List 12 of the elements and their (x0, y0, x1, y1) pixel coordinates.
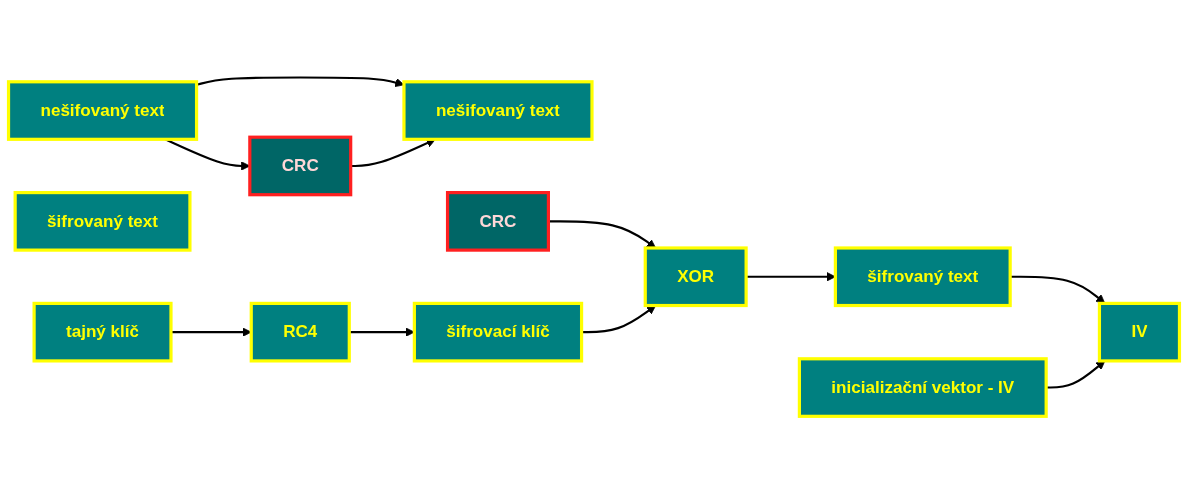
node-box: nešifovaný text (402, 80, 594, 141)
node-box: CRC (248, 135, 353, 197)
node-box: šifrovaný text (833, 246, 1012, 308)
node-box: XOR (643, 246, 748, 308)
node-box: šifrovaný text (13, 191, 192, 252)
node-box: RC4 (249, 301, 351, 363)
node-box: tajný klíč (32, 301, 173, 363)
node-box: CRC (445, 191, 550, 252)
node-box: nešifovaný text (6, 80, 199, 141)
node-box: IV (1097, 301, 1182, 363)
node-box: šifrovací klíč (412, 301, 584, 363)
node-box: inicializační vektor - IV (797, 357, 1048, 418)
